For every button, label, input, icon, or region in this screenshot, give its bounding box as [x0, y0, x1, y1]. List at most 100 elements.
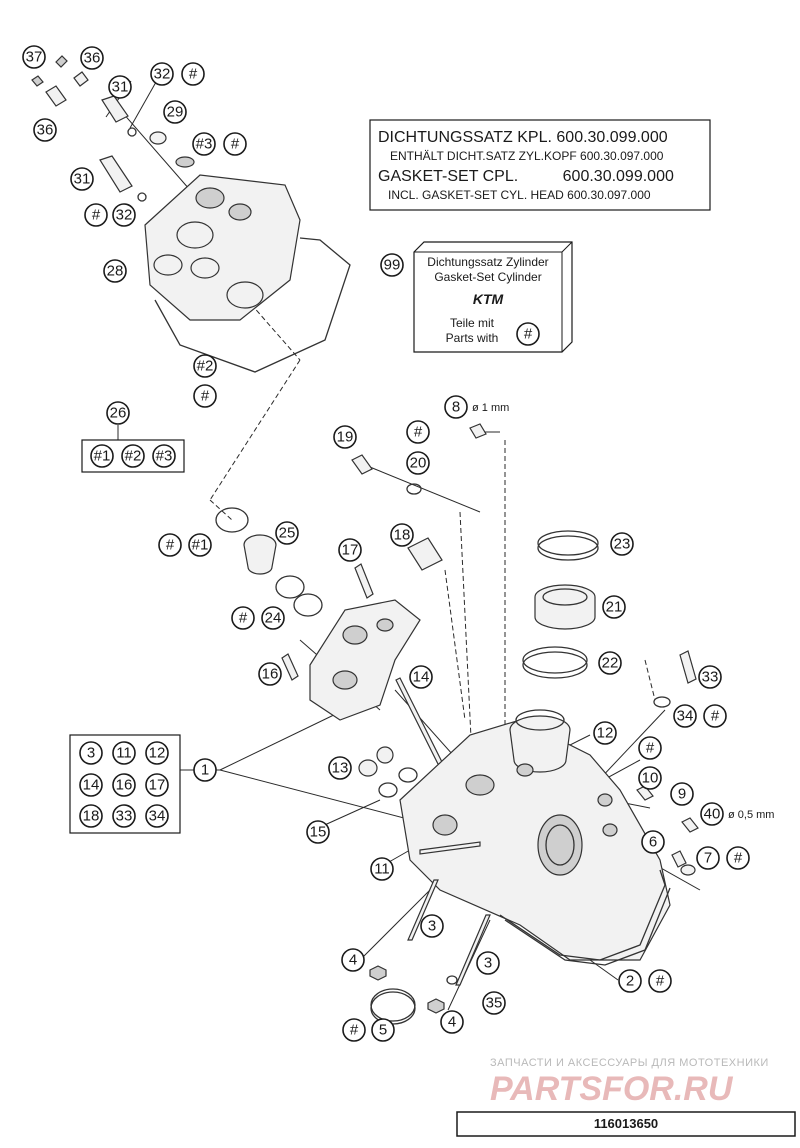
callout-26: 26 [106, 401, 130, 425]
svg-text:12: 12 [149, 745, 166, 762]
callout-17: 17 [338, 538, 362, 562]
svg-text:#2: #2 [125, 448, 142, 465]
camshaft-bearing-bridge [281, 563, 461, 801]
callout-12: 12 [593, 721, 617, 745]
diagram-id-box: 116013650 [456, 1111, 796, 1137]
svg-text:#: # [734, 850, 743, 867]
svg-text:#: # [201, 388, 210, 405]
studs-and-nuts [369, 879, 491, 1025]
callout-group1-item-4: 16 [112, 773, 136, 797]
svg-text:25: 25 [279, 525, 296, 542]
kit-box-line4: Parts with [446, 331, 499, 345]
svg-text:8: 8 [452, 399, 460, 416]
svg-text:#3: #3 [196, 136, 213, 153]
callout-hash-3: # [223, 132, 247, 156]
kit-box-line1: Dichtungssatz Zylinder [427, 255, 548, 269]
callout-40: 40 [700, 802, 724, 826]
callout-23: 23 [610, 532, 634, 556]
callout-group1-item-6: 18 [79, 804, 103, 828]
kit-parts-right [351, 423, 697, 708]
svg-text:11: 11 [374, 861, 390, 878]
gasket-kit-box: 99 Dichtungssatz Zylinder Gasket-Set Cyl… [380, 241, 573, 353]
callout-28: 28 [103, 259, 127, 283]
callout-3-left: 3 [420, 914, 444, 938]
callout-4-left: 4 [341, 948, 365, 972]
svg-text:#: # [231, 136, 240, 153]
svg-text:35: 35 [486, 995, 503, 1012]
svg-text:36: 36 [37, 122, 54, 139]
svg-text:14: 14 [83, 777, 100, 794]
callout-hash-34: # [703, 704, 727, 728]
group-26: 26 #1 #2 #3 [81, 401, 185, 473]
callout-99: 99 [380, 253, 404, 277]
callout-hash-2: # [193, 384, 217, 408]
callout-32-bottom: 32 [112, 203, 136, 227]
svg-text:23: 23 [614, 536, 631, 553]
callout-hash1: #1 [188, 533, 212, 557]
svg-text:32: 32 [154, 66, 171, 83]
svg-text:10: 10 [642, 770, 659, 787]
callout-3-right: 3 [476, 951, 500, 975]
svg-text:17: 17 [149, 777, 166, 794]
svg-text:#3: #3 [156, 448, 173, 465]
ktm-logo: KTM [473, 291, 504, 307]
svg-text:22: 22 [602, 655, 619, 672]
svg-text:#: # [92, 207, 101, 224]
svg-text:31: 31 [74, 171, 91, 188]
svg-text:34: 34 [677, 708, 694, 725]
svg-text:3: 3 [87, 745, 95, 762]
gasket-info-line1: DICHTUNGSSATZ KPL. 600.30.099.000 [378, 129, 668, 146]
svg-text:12: 12 [597, 725, 614, 742]
svg-text:17: 17 [342, 542, 359, 559]
callout-group1-item-2: 12 [145, 741, 169, 765]
svg-text:37: 37 [26, 49, 43, 66]
svg-text:32: 32 [116, 207, 133, 224]
svg-text:33: 33 [702, 669, 719, 686]
callout-15: 15 [306, 820, 330, 844]
svg-text:#: # [646, 740, 655, 757]
svg-text:29: 29 [167, 104, 184, 121]
callout-25: 25 [275, 521, 299, 545]
callout-5: 5 [371, 1018, 395, 1042]
callout-16: 16 [258, 662, 282, 686]
svg-text:3: 3 [428, 918, 436, 935]
watermark-line1: ЗАПЧАСТИ И АКСЕССУАРЫ ДЛЯ МОТОТЕХНИКИ [490, 1057, 769, 1069]
callout-hash-19: # [406, 420, 430, 444]
svg-text:#1: #1 [94, 448, 111, 465]
callout-4-right: 4 [440, 1010, 464, 1034]
callout-6: 6 [641, 830, 665, 854]
callout-31-top: 31 [108, 75, 132, 99]
callout-hash2: #2 [193, 354, 217, 378]
gasket-info-line3: GASKET-SET CPL. 600.30.099.000 [378, 168, 674, 185]
svg-text:#: # [189, 66, 198, 83]
svg-text:#: # [166, 537, 175, 554]
svg-text:36: 36 [84, 50, 101, 67]
callout-36-top: 36 [80, 46, 104, 70]
svg-text:5: 5 [379, 1022, 387, 1039]
callout-35: 35 [482, 991, 506, 1015]
svg-text:99: 99 [384, 257, 401, 274]
svg-text:4: 4 [448, 1014, 456, 1031]
callout-31-bottom: 31 [70, 167, 94, 191]
callout-group26-item-0: #1 [90, 444, 114, 468]
svg-text:#: # [711, 708, 720, 725]
callout-37: 37 [22, 45, 46, 69]
callout-1: 1 [193, 758, 217, 782]
group-part-1: 3 11 12 14 16 17 18 33 34 1 [69, 734, 217, 834]
svg-text:7: 7 [704, 850, 712, 867]
callout-33: 33 [698, 665, 722, 689]
svg-text:#1: #1 [192, 537, 209, 554]
callout-21: 21 [602, 595, 626, 619]
callout-hash-32-bottom: # [84, 203, 108, 227]
svg-text:21: 21 [606, 599, 623, 616]
svg-text:2: 2 [626, 973, 634, 990]
callout-14: 14 [409, 665, 433, 689]
svg-text:1: 1 [201, 762, 209, 779]
svg-text:34: 34 [149, 808, 166, 825]
callout-hash-32-top: # [181, 62, 205, 86]
callout-2: 2 [618, 969, 642, 993]
svg-text:24: 24 [265, 610, 282, 627]
svg-text:33: 33 [116, 808, 133, 825]
svg-text:18: 18 [83, 808, 100, 825]
watermark: ЗАПЧАСТИ И АКСЕССУАРЫ ДЛЯ МОТОТЕХНИКИ PA… [490, 1057, 769, 1108]
